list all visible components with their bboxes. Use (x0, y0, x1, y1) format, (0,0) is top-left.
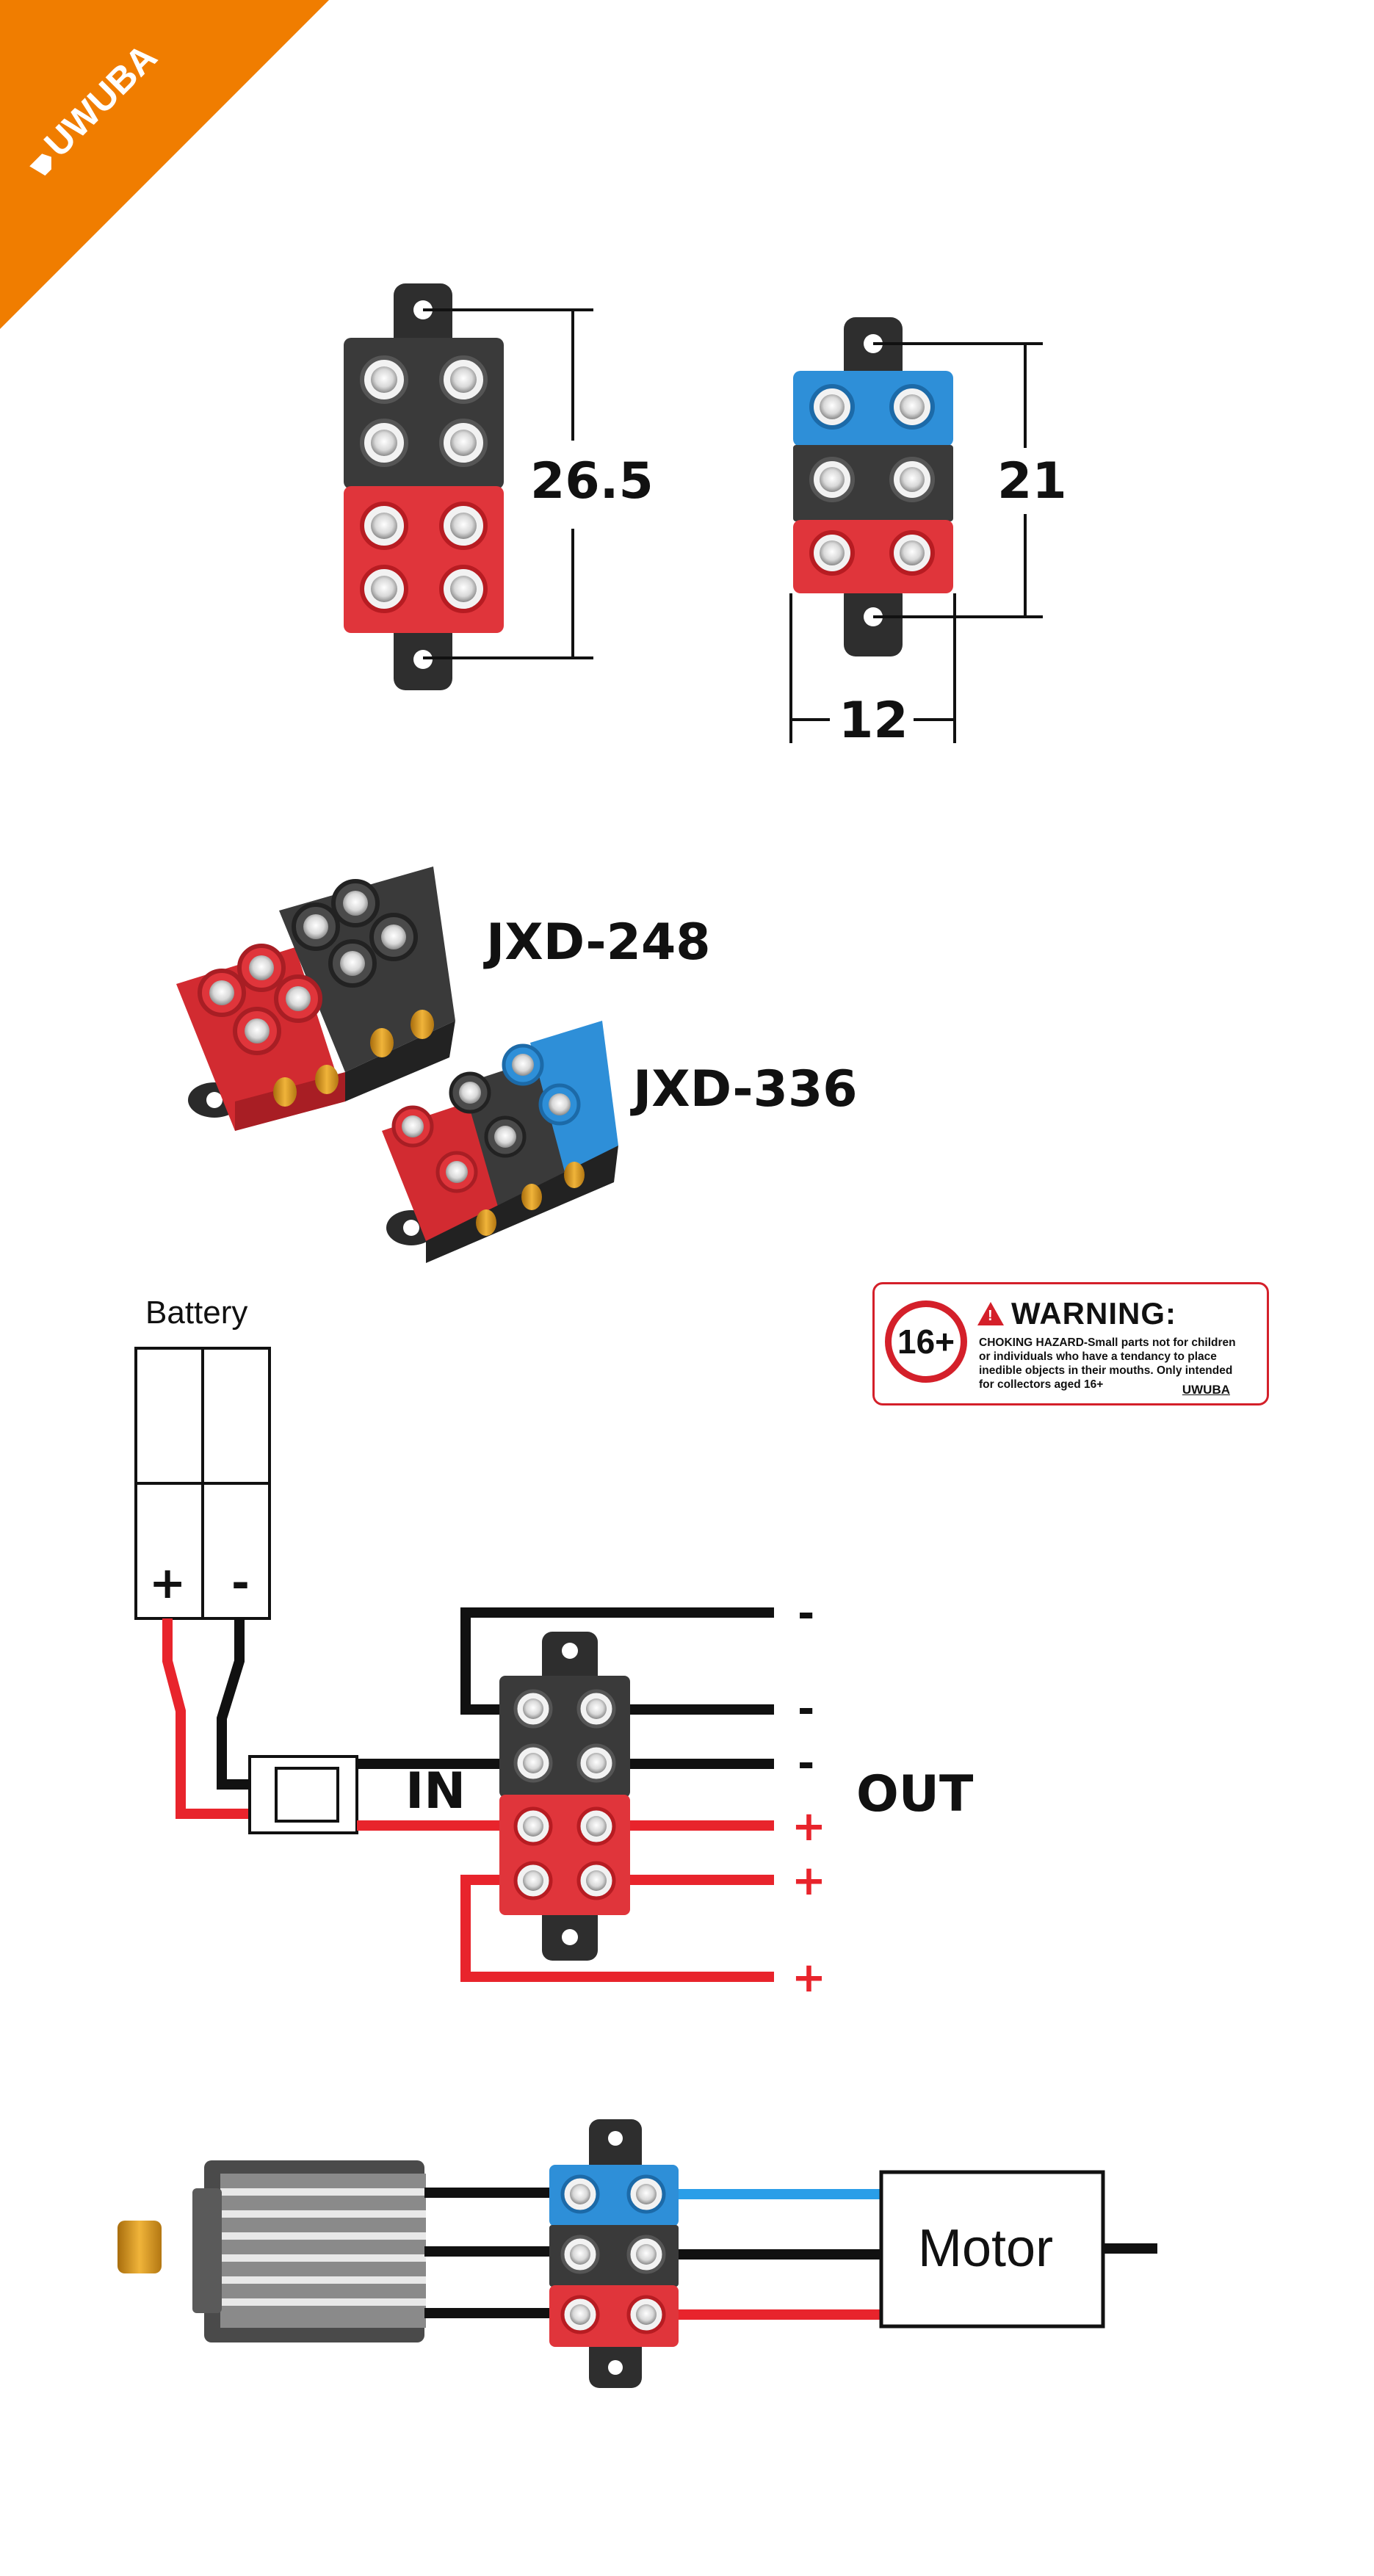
warning-title-text: WARNING: (1011, 1296, 1176, 1331)
in-label: IN (405, 1762, 466, 1820)
dimension-large-height: 26.5 (530, 452, 654, 510)
motor-box (879, 2170, 1105, 2329)
wiring-diagram: Battery + - IN (134, 1295, 974, 2002)
dimension-small-height: 21 (997, 452, 1067, 510)
motor-label: Motor (918, 2219, 1053, 2278)
wire-battery-negative (217, 1618, 266, 1790)
out-label: OUT (856, 1765, 974, 1823)
warning-line: CHOKING HAZARD-Small parts not for child… (979, 1336, 1236, 1349)
warning-line: for collectors aged 16+ (979, 1378, 1104, 1391)
brass-terminals-336 (476, 1162, 585, 1236)
motor-body (117, 2160, 426, 2342)
motor-diagram: Motor (117, 2119, 1157, 2388)
out-sign-1: - (798, 1590, 814, 1638)
warning-brand: UWUBA (1182, 1383, 1230, 1397)
model-label-jxd248: JXD-248 (483, 913, 711, 972)
out-sign-6: + (792, 1954, 826, 2002)
dimension-small-width: 12 (839, 692, 908, 750)
product-render-jxd248 (176, 866, 455, 1131)
terminal-block-motor (549, 2119, 679, 2388)
module-large-topview: 26.5 (344, 283, 654, 690)
model-label-jxd336: JXD-336 (630, 1060, 858, 1118)
brand-logo-icon (29, 153, 51, 176)
wire-out-pos-3 (460, 1875, 774, 1982)
brand-corner-triangle (0, 0, 329, 329)
screw-grid-small (809, 384, 935, 576)
out-sign-2: - (798, 1685, 814, 1733)
warning-line: inedible objects in their mouths. Only i… (979, 1364, 1233, 1377)
inline-connector (248, 1755, 358, 1834)
module-small-topview: 21 12 (789, 317, 1067, 750)
wire-battery-positive (162, 1618, 266, 1819)
dimension-line-large (423, 308, 593, 659)
out-sign-4: + (792, 1803, 826, 1850)
product-render-jxd336 (382, 1021, 618, 1263)
battery-minus: - (231, 1557, 250, 1609)
screws-248 (198, 879, 418, 1055)
brass-terminals-248 (273, 1010, 434, 1107)
dimension-line-small (789, 342, 1043, 743)
warning-title: ! WARNING: (977, 1296, 1176, 1331)
terminal-block-wiring (499, 1632, 630, 1961)
warning-label: 16+ ! WARNING: CHOKING HAZARD-Small part… (872, 1282, 1269, 1405)
brand-corner: UWUBA (0, 0, 329, 329)
out-sign-5: + (792, 1857, 826, 1905)
warning-icon: ! (977, 1302, 1004, 1325)
wire-out-neg-1 (460, 1607, 774, 1715)
screw-grid-large (360, 355, 488, 613)
screws-336 (391, 1043, 581, 1193)
out-sign-3: - (798, 1740, 814, 1787)
age-badge: 16+ (885, 1300, 967, 1383)
warning-text: CHOKING HAZARD-Small parts not for child… (979, 1336, 1265, 1392)
warning-line: or individuals who have a tendancy to pl… (979, 1350, 1217, 1363)
battery (134, 1347, 271, 1620)
battery-plus: + (149, 1557, 186, 1609)
battery-label: Battery (145, 1295, 247, 1331)
